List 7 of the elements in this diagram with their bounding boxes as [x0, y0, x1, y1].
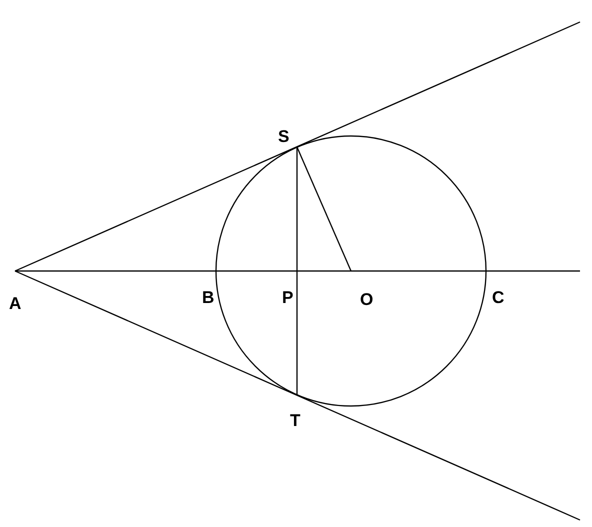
- point-label: T: [290, 412, 300, 429]
- point-label: C: [492, 289, 504, 306]
- point-label: S: [278, 128, 290, 145]
- point-label: A: [9, 295, 22, 312]
- point-label: O: [360, 291, 374, 308]
- point-label: P: [282, 289, 294, 306]
- point-label: B: [202, 289, 214, 306]
